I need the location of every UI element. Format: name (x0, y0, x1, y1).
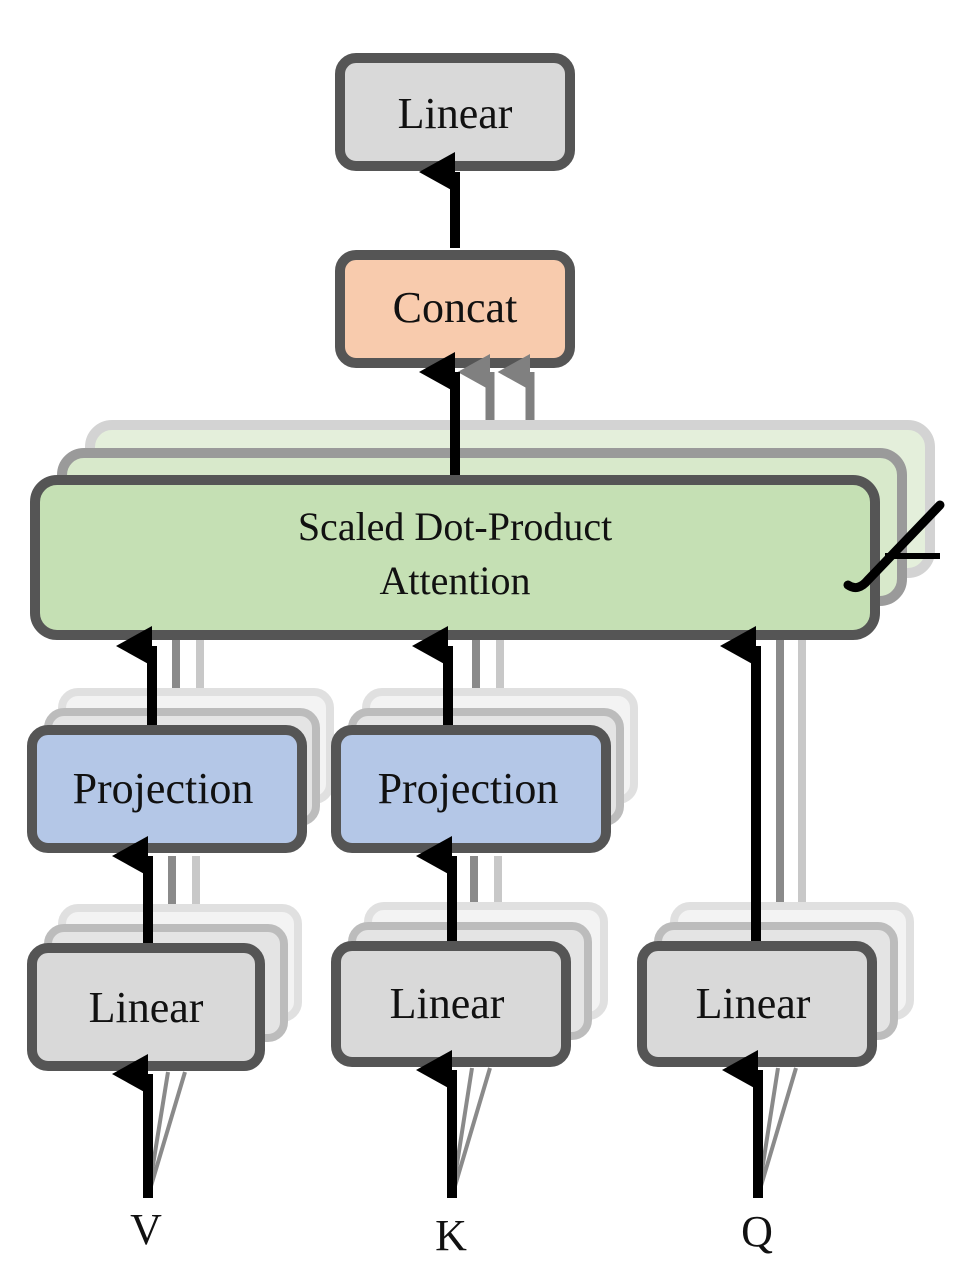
linear-k-label: Linear (390, 979, 505, 1028)
attention-label-line2: Attention (379, 558, 530, 603)
input-k-label: K (435, 1211, 467, 1260)
attention-box: Scaled Dot-Product Attention (30, 475, 880, 640)
concat-box: Concat (335, 250, 575, 368)
projection-k-box: Projection (331, 725, 611, 853)
linear-k-box: Linear (331, 941, 571, 1067)
concat-label: Concat (393, 283, 518, 332)
linear-q-box: Linear (637, 941, 877, 1067)
q-fan-line-1 (756, 1067, 798, 1197)
projection-v-box: Projection (27, 725, 307, 853)
v-fan-line-1 (146, 1071, 187, 1197)
input-v-label: V (130, 1205, 162, 1254)
input-q-label: Q (741, 1207, 773, 1256)
projection-v-label: Projection (73, 764, 254, 813)
top-linear-label: Linear (398, 89, 513, 138)
linear-v-label: Linear (89, 983, 204, 1032)
projection-k-label: Projection (378, 764, 559, 813)
linear-q-label: Linear (696, 979, 811, 1028)
k-fan-line-1 (450, 1067, 492, 1197)
linear-v-box: Linear (27, 943, 265, 1071)
attention-label-line1: Scaled Dot-Product (298, 504, 612, 549)
heads-slash-icon (843, 500, 945, 593)
top-linear-box: Linear (335, 53, 575, 171)
